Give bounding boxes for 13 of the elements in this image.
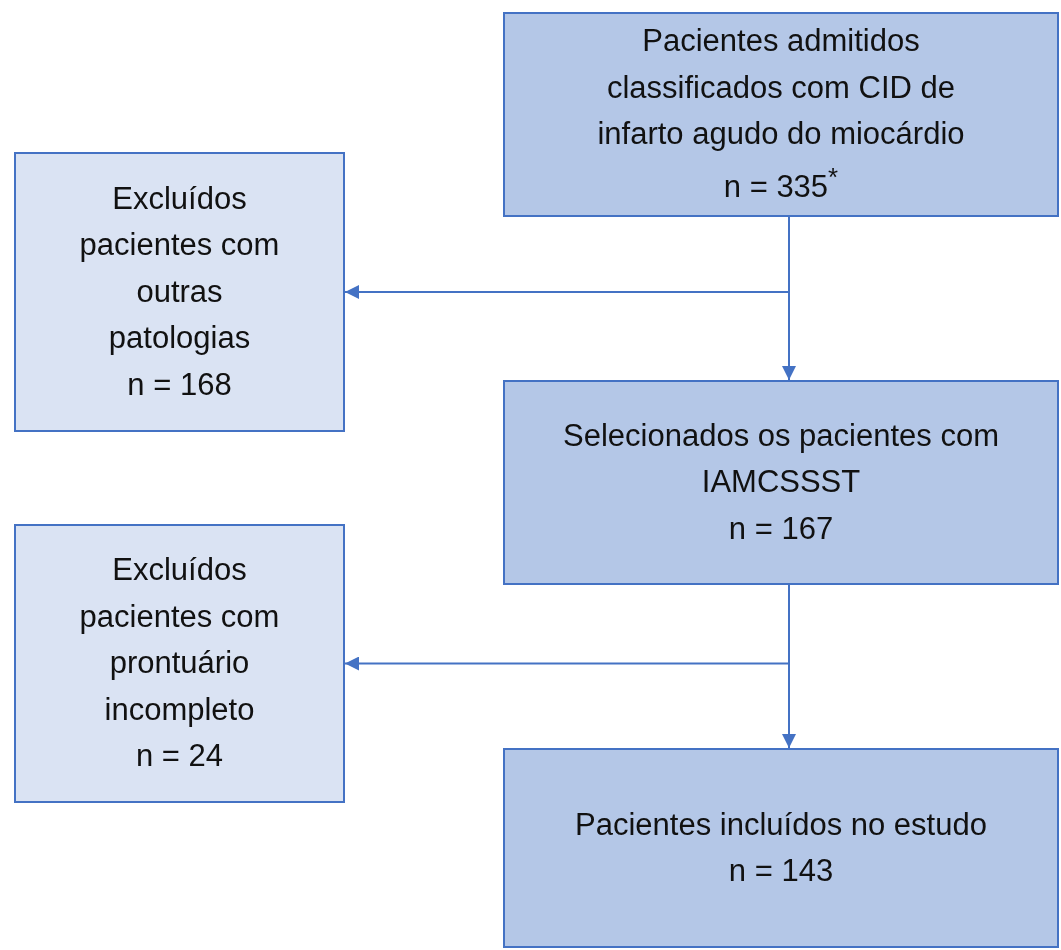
- count-text: n = 24: [134, 737, 225, 776]
- box-text: Pacientes incluídos no estudo: [574, 805, 988, 844]
- arrow: [782, 584, 796, 749]
- flowchart-box: [503, 380, 1059, 585]
- flowchart-box: [14, 152, 345, 432]
- count-text: n = 168: [126, 365, 233, 404]
- flowchart-box: [503, 12, 1059, 217]
- arrow: [782, 216, 796, 381]
- count-text: n = 335$^{*}$: [722, 161, 840, 207]
- count-text: n = 167: [727, 509, 835, 548]
- flowchart-box: [14, 524, 345, 803]
- flowchart-box: [503, 748, 1059, 948]
- count-text: n = 143: [727, 852, 835, 890]
